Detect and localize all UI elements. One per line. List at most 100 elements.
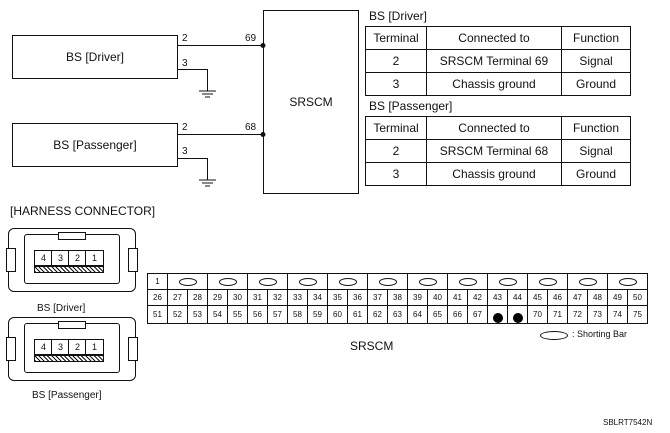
pin-cell: 57 (267, 305, 288, 324)
pin-cell: 71 (547, 305, 568, 324)
pin-cell: 34 (307, 289, 328, 306)
pin-cell: 54 (207, 305, 228, 324)
pin-cell: 59 (307, 305, 328, 324)
shorting-bar-icon (578, 277, 597, 286)
cell-connected-to: Chassis ground (426, 162, 562, 186)
pin-cell: 49 (607, 289, 628, 306)
shorting-bar-icon (540, 331, 568, 340)
passenger-signal-wire (177, 134, 263, 135)
bs-passenger-connector: 4 3 2 1 (6, 317, 138, 381)
pin-cell: 61 (347, 305, 368, 324)
pin-cell: 70 (527, 305, 548, 324)
shorting-bar-cell (487, 273, 528, 290)
pin-cell: 40 (427, 289, 448, 306)
cell-terminal: 3 (365, 162, 427, 186)
shorting-bar-cell (407, 273, 448, 290)
shorting-bar-cell (447, 273, 488, 290)
shorting-bar-icon (258, 277, 277, 286)
unused-terminal-dot: ● (507, 305, 528, 324)
pin-cell: 64 (407, 305, 428, 324)
shorting-bar-cell (167, 273, 208, 290)
pin-cell: 46 (547, 289, 568, 306)
passenger-table-header: Terminal Connected to Function (365, 116, 631, 140)
srscm-row-3: 5152535455565758596061626364656667●●7071… (147, 305, 648, 324)
pin-cell: 31 (247, 289, 268, 306)
passenger-ground-symbol (199, 179, 216, 187)
pin-cell: 67 (467, 305, 488, 324)
cell-function: Ground (561, 162, 631, 186)
table-row: 3 Chassis ground Ground (365, 72, 631, 96)
pin-cell: 33 (287, 289, 308, 306)
pin-cell: 56 (247, 305, 268, 324)
srscm-row-1: 1 (147, 273, 648, 290)
driver-table-header: Terminal Connected to Function (365, 26, 631, 50)
pin-cell: 55 (227, 305, 248, 324)
bs-driver-box: BS [Driver] (12, 35, 178, 79)
shorting-bar-icon (378, 277, 397, 286)
header-terminal: Terminal (365, 116, 427, 140)
pin-cell: 37 (367, 289, 388, 306)
figure-code: SBLRT7542N (603, 418, 653, 427)
shorting-bar-cell (247, 273, 288, 290)
pin-cell: 53 (187, 305, 208, 324)
pin-cell: 2 (68, 339, 87, 355)
passenger-pin-ground: 3 (182, 146, 188, 157)
cell-connected-to: SRSCM Terminal 68 (426, 139, 562, 163)
header-connected-to: Connected to (426, 116, 562, 140)
schematic-symbols (199, 43, 266, 187)
cell-terminal: 2 (365, 49, 427, 73)
cell-function: Signal (561, 139, 631, 163)
passenger-ground-wire-v (207, 158, 208, 180)
pin-cell: 35 (327, 289, 348, 306)
passenger-junction-dot (260, 132, 266, 137)
shorting-bar-cell (567, 273, 608, 290)
driver-signal-wire (177, 45, 263, 46)
shorting-bar-legend: : Shorting Bar (572, 329, 628, 339)
pin-cell: 66 (447, 305, 468, 324)
pin-cell: 72 (567, 305, 588, 324)
shorting-bar-cell (327, 273, 368, 290)
filled-dot-icon: ● (512, 313, 523, 323)
shorting-bar-icon (218, 277, 237, 286)
pin-cell: 30 (227, 289, 248, 306)
header-connected-to: Connected to (426, 26, 562, 50)
pin-cell: 29 (207, 289, 228, 306)
pin-cell: 38 (387, 289, 408, 306)
pin-cell: 43 (487, 289, 508, 306)
driver-function-table: Terminal Connected to Function 2 SRSCM T… (365, 26, 631, 96)
unused-terminal-dot: ● (487, 305, 508, 324)
header-function: Function (561, 26, 631, 50)
shorting-bar-cell (527, 273, 568, 290)
cell-connected-to: Chassis ground (426, 72, 562, 96)
driver-ground-wire-v (207, 69, 208, 91)
srscm-box: SRSCM (263, 10, 359, 194)
passenger-pin-signal: 2 (182, 122, 188, 133)
header-terminal: Terminal (365, 26, 427, 50)
pin-cell: 75 (627, 305, 648, 324)
pin-cell: 27 (167, 289, 188, 306)
cell-function: Ground (561, 72, 631, 96)
srscm-label: SRSCM (289, 95, 333, 109)
pin-cell: 32 (267, 289, 288, 306)
bs-passenger-box: BS [Passenger] (12, 123, 178, 167)
passenger-ground-wire-h (177, 158, 208, 159)
pin-cell: 63 (387, 305, 408, 324)
passenger-function-table: Terminal Connected to Function 2 SRSCM T… (365, 116, 631, 186)
bs-driver-label: BS [Driver] (65, 50, 124, 64)
pin-cell: 62 (367, 305, 388, 324)
pin-cell: 50 (627, 289, 648, 306)
pin-cell: 73 (587, 305, 608, 324)
pin-cell: 39 (407, 289, 428, 306)
pin-cell: 1 (85, 339, 104, 355)
shorting-bar-cell (367, 273, 408, 290)
shorting-bar-cell (607, 273, 648, 290)
passenger-srscm-terminal: 68 (245, 122, 257, 133)
driver-pin-signal: 2 (182, 33, 188, 44)
srscm-caption: SRSCM (350, 339, 394, 353)
shorting-bar-icon (498, 277, 517, 286)
bs-driver-caption: BS [Driver] (37, 303, 86, 314)
pin-cell: 28 (187, 289, 208, 306)
pin-cell: 48 (587, 289, 608, 306)
pin-cell: 26 (147, 289, 168, 306)
